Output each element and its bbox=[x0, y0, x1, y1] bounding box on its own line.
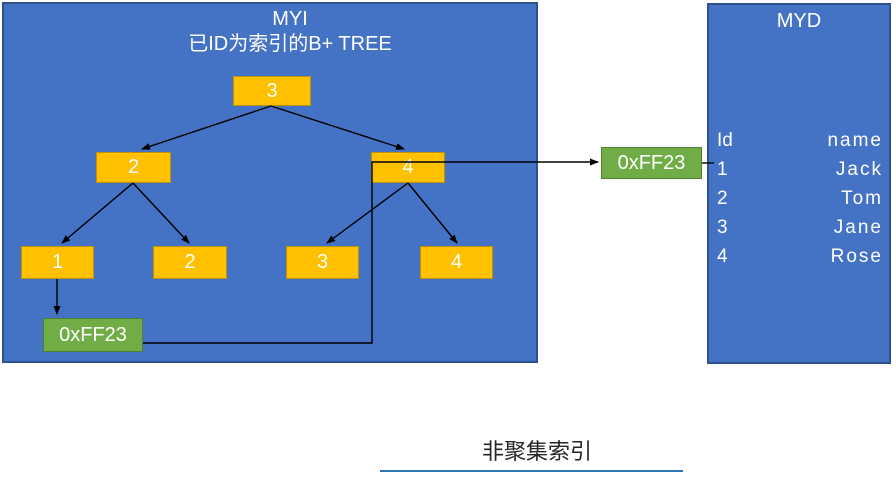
table-row: 2 Tom bbox=[717, 184, 883, 213]
row-name: Rose bbox=[830, 246, 883, 267]
tree-node-mid-right: 4 bbox=[371, 152, 445, 183]
tree-node-leaf-2: 2 bbox=[153, 246, 227, 279]
row-id: 4 bbox=[717, 246, 728, 267]
row-id: 2 bbox=[717, 188, 728, 209]
row-id: 1 bbox=[717, 159, 728, 180]
tree-node-root: 3 bbox=[233, 76, 311, 106]
address-box-row: 0xFF23 bbox=[601, 147, 702, 179]
row-name: Jane bbox=[833, 217, 883, 238]
tree-node-leaf-3: 3 bbox=[286, 246, 359, 279]
column-header-id: Id bbox=[717, 130, 733, 151]
table-row: 4 Rose bbox=[717, 242, 883, 271]
myd-table: Id name 1 Jack 2 Tom 3 Jane 4 Rose bbox=[717, 126, 883, 271]
tree-node-leaf-1: 1 bbox=[21, 246, 94, 279]
table-row: 1 Jack bbox=[717, 155, 883, 184]
tree-node-leaf-4: 4 bbox=[420, 246, 493, 279]
myi-title-block: MYI 已ID为索引的B+ TREE bbox=[10, 7, 570, 57]
table-header-row: Id name bbox=[717, 126, 883, 155]
table-row: 3 Jane bbox=[717, 213, 883, 242]
caption-non-clustered-index: 非聚集索引 bbox=[481, 439, 592, 464]
myd-title: MYD bbox=[776, 10, 822, 32]
myi-subtitle: 已ID为索引的B+ TREE bbox=[188, 33, 392, 55]
tree-node-mid-left: 2 bbox=[96, 152, 171, 183]
caption-underline bbox=[380, 470, 683, 472]
row-name: Jack bbox=[835, 159, 883, 180]
column-header-name: name bbox=[827, 130, 883, 151]
myi-title: MYI bbox=[272, 8, 308, 30]
address-box-leaf: 0xFF23 bbox=[43, 318, 143, 352]
myd-panel bbox=[707, 3, 891, 364]
row-id: 3 bbox=[717, 217, 728, 238]
row-name: Tom bbox=[841, 188, 883, 209]
